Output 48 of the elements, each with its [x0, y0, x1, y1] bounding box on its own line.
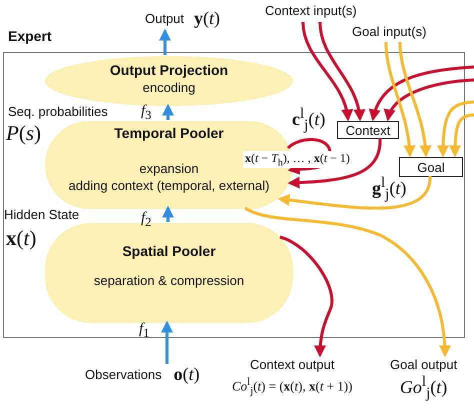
io-label: Observations	[85, 367, 162, 382]
arrow	[437, 100, 474, 158]
arrow	[384, 42, 416, 158]
math-expression: Go$^{l}$$_{j}$(t)	[400, 374, 448, 403]
arrow	[162, 206, 174, 222]
arrow	[279, 236, 334, 358]
io-label: Goal output	[390, 357, 458, 372]
module-text: expansion	[139, 161, 199, 176]
frame-heading: Expert	[8, 28, 52, 44]
arrow	[159, 28, 171, 55]
io-label: Context output	[250, 357, 334, 372]
io-label: Goal input(s)	[352, 24, 426, 39]
unit-box	[399, 157, 463, 177]
edge-label: x(t − T$_{h}$), … , x(t − 1)	[243, 151, 352, 168]
module-text: separation & compression	[94, 273, 244, 288]
arrow	[278, 176, 432, 210]
unit-label: Goal	[417, 160, 445, 174]
math-expression: o(t)	[174, 364, 200, 385]
arrow	[288, 138, 382, 189]
math-expression: y(t)	[194, 8, 220, 29]
math-label: P(s)	[6, 121, 42, 146]
module-title: Spatial Pooler	[122, 243, 216, 259]
io-label: Context input(s)	[265, 3, 357, 18]
arrow	[318, 22, 365, 122]
arrow	[302, 22, 352, 122]
arrow	[449, 114, 474, 158]
arrow	[398, 42, 432, 158]
unit-label: Context	[346, 122, 390, 138]
side-label: Hidden State	[4, 207, 80, 222]
side-label: Seq. probabilities	[8, 104, 108, 119]
module-text: adding context (temporal, external)	[68, 178, 270, 193]
arrow	[370, 66, 474, 122]
module-text: encoding	[142, 80, 196, 95]
unit-box	[337, 121, 399, 139]
arrow	[162, 104, 174, 120]
arrow	[244, 206, 451, 358]
math-label: f$_{1}$	[139, 321, 150, 341]
arrow	[161, 320, 173, 364]
math-label: f$_{3}$	[141, 103, 152, 123]
math-label: x(t)	[6, 226, 36, 251]
io-label: Output	[145, 11, 184, 26]
math-expression: Co$^{l}$$_{j}$(t) = (x(t), x(t + 1))	[232, 376, 352, 397]
module-title: Output Projection	[110, 62, 228, 78]
math-label: f$_{2}$	[141, 210, 152, 230]
math-label: c$^{l}$$_{j}$(t)	[292, 106, 326, 135]
module-title: Temporal Pooler	[114, 125, 224, 141]
arrow	[384, 78, 474, 122]
math-label: g$^{l}$$_{j}$(t)	[372, 175, 406, 204]
